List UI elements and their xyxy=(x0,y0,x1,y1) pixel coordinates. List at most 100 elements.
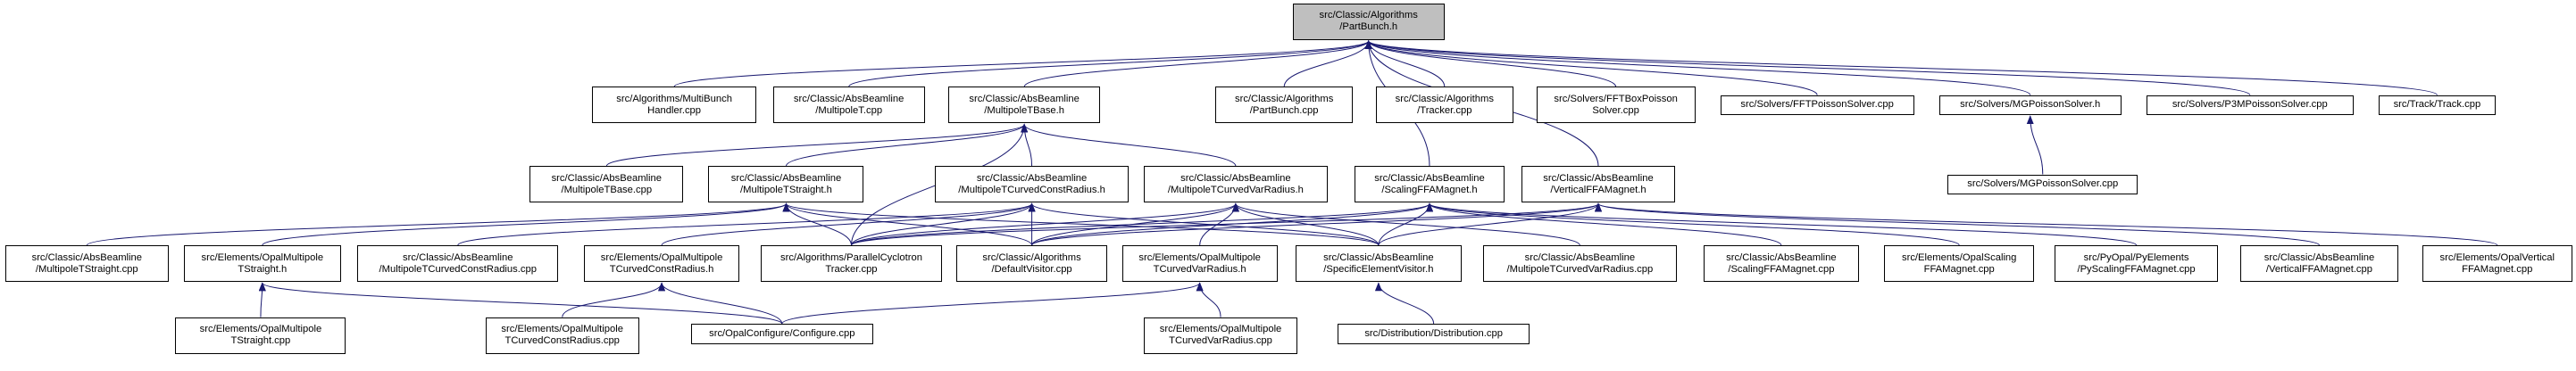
node-label-line: TCurvedVarRadius.h xyxy=(1153,263,1246,275)
node-label-line: FFAMagnet.cpp xyxy=(2462,263,2533,275)
dependency-edge xyxy=(850,202,1036,246)
graph-node[interactable]: src/Classic/AbsBeamline/MultipoleTBase.h xyxy=(948,87,1101,124)
dependency-edge xyxy=(457,202,1036,246)
dependency-edge xyxy=(1196,282,1221,317)
graph-node[interactable]: src/PyOpal/PyElements/PyScalingFFAMagnet… xyxy=(2054,245,2219,283)
dependency-edge xyxy=(850,202,1433,246)
node-label-line: /MultipoleTCurvedVarRadius.cpp xyxy=(1506,263,1654,275)
node-label-line: Tracker.cpp xyxy=(825,263,878,275)
node-label-line: src/Classic/AbsBeamline xyxy=(1726,251,1837,263)
node-label-line: TCurvedConstRadius.cpp xyxy=(504,335,620,347)
node-label-line: src/Elements/OpalVertical xyxy=(2439,251,2555,263)
graph-node[interactable]: src/Solvers/P3MPoissonSolver.cpp xyxy=(2146,95,2354,116)
node-label-line: /MultipoleTCurvedConstRadius.h xyxy=(958,184,1105,195)
graph-node[interactable]: src/Classic/AbsBeamline/MultipoleTCurved… xyxy=(1482,245,1677,283)
dependency-edge xyxy=(782,202,1033,246)
node-label-line: src/Classic/AbsBeamline xyxy=(730,172,842,184)
node-label-line: Handler.cpp xyxy=(647,104,702,116)
graph-node[interactable]: src/Solvers/MGPoissonSolver.h xyxy=(1938,95,2122,116)
node-label-line: src/Elements/OpalMultipole xyxy=(600,251,723,263)
dependency-edge xyxy=(1426,202,2138,246)
node-label-line: /ScalingFFAMagnet.h xyxy=(1381,184,1478,195)
graph-node[interactable]: src/Distribution/Distribution.cpp xyxy=(1338,324,1530,344)
graph-node[interactable]: src/Classic/AbsBeamline/MultipoleTStraig… xyxy=(4,245,169,283)
node-label-line: src/Elements/OpalScaling xyxy=(1901,251,2017,263)
node-label-line: /VerticalFFAMagnet.h xyxy=(1550,184,1646,195)
node-label-line: /DefaultVisitor.cpp xyxy=(991,263,1072,275)
dependency-edge xyxy=(1426,202,1782,246)
node-label-line: /SpecificElementVisitor.h xyxy=(1323,263,1434,275)
graph-node[interactable]: src/Classic/AbsBeamline/MultipoleTCurved… xyxy=(1143,166,1328,203)
dependency-edge xyxy=(562,282,666,317)
node-label-line: TCurvedConstRadius.h xyxy=(609,263,714,275)
node-label-line: src/Classic/AbsBeamline xyxy=(1524,251,1636,263)
node-label-line: src/PyOpal/PyElements xyxy=(2083,251,2189,263)
dependency-edge xyxy=(1232,202,1580,246)
graph-node[interactable]: src/Classic/AbsBeamline/MultipoleT.cpp xyxy=(772,87,925,124)
node-label-line: /MultipoleT.cpp xyxy=(815,104,883,116)
graph-node[interactable]: src/Classic/AbsBeamline/VerticalFFAMagne… xyxy=(2239,245,2399,283)
node-label-line: src/Classic/AbsBeamline xyxy=(31,251,143,263)
dependency-edge xyxy=(1364,39,1617,87)
graph-node[interactable]: src/Solvers/MGPoissonSolver.cpp xyxy=(1947,174,2138,194)
dependency-edge xyxy=(785,123,1029,167)
dependency-edge xyxy=(258,282,266,317)
dependency-edge xyxy=(259,282,783,325)
graph-node[interactable]: src/Classic/Algorithms/Tracker.cpp xyxy=(1376,87,1513,124)
graph-node[interactable]: src/Classic/AbsBeamline/ScalingFFAMagnet… xyxy=(1354,166,1505,203)
dependency-edge xyxy=(848,39,1372,87)
graph-node[interactable]: src/Classic/AbsBeamline/ScalingFFAMagnet… xyxy=(1703,245,1859,283)
node-label-line: src/Classic/AbsBeamline xyxy=(1323,251,1434,263)
node-label-line: src/Classic/Algorithms xyxy=(982,251,1081,263)
graph-node[interactable]: src/Track/Track.cpp xyxy=(2378,95,2496,116)
dependency-edge xyxy=(1378,202,1602,246)
dependency-edge xyxy=(1364,39,2031,96)
graph-node[interactable]: src/Classic/AbsBeamline/SpecificElementV… xyxy=(1296,245,1462,283)
dependency-edge xyxy=(1426,202,1960,246)
graph-node[interactable]: src/Classic/AbsBeamline/MultipoleTBase.c… xyxy=(529,166,684,203)
node-label-line: src/Solvers/FFTPoissonSolver.cpp xyxy=(1740,99,1894,111)
graph-node[interactable]: src/Classic/Algorithms/DefaultVisitor.cp… xyxy=(956,245,1107,283)
node-label-line: src/Classic/Algorithms xyxy=(1319,10,1418,21)
dependency-edge xyxy=(1021,123,1033,167)
dependency-edge xyxy=(605,123,1028,167)
graph-node[interactable]: src/Solvers/FFTPoissonSolver.cpp xyxy=(1720,95,1914,116)
node-label-line: TCurvedVarRadius.cpp xyxy=(1169,335,1272,347)
dependency-edge xyxy=(1374,282,1435,325)
node-label-line: /VerticalFFAMagnet.cpp xyxy=(2265,263,2373,275)
node-label-line: src/Classic/AbsBeamline xyxy=(976,172,1088,184)
node-label-line: src/Elements/OpalMultipole xyxy=(501,324,623,335)
graph-node[interactable]: src/Classic/AbsBeamline/MultipoleTCurved… xyxy=(357,245,559,283)
dependency-edge xyxy=(86,202,790,246)
dependency-edge xyxy=(661,202,1036,246)
graph-node[interactable]: src/OpalConfigure/Configure.cpp xyxy=(690,324,873,344)
graph-node[interactable]: src/Classic/AbsBeamline/VerticalFFAMagne… xyxy=(1521,166,1676,203)
graph-node[interactable]: src/Classic/Algorithms/PartBunch.cpp xyxy=(1215,87,1353,124)
dependency-edge xyxy=(1595,202,2320,246)
node-label-line: src/Classic/Algorithms xyxy=(1234,93,1334,104)
node-label-line: /MultipoleTCurvedVarRadius.h xyxy=(1167,184,1304,195)
dependency-edge xyxy=(1021,123,1237,167)
graph-node[interactable]: src/Classic/AbsBeamline/MultipoleTCurved… xyxy=(935,166,1130,203)
graph-node[interactable]: src/Classic/AbsBeamline/MultipoleTStraig… xyxy=(708,166,864,203)
node-label-line: TStraight.h xyxy=(238,263,288,275)
node-label-line: /ScalingFFAMagnet.cpp xyxy=(1728,263,1835,275)
dependency-edge xyxy=(850,202,1602,246)
node-label-line: /MultipoleTCurvedConstRadius.cpp xyxy=(379,263,537,275)
node-label-line: /PyScalingFFAMagnet.cpp xyxy=(2077,263,2196,275)
node-label-line: src/Distribution/Distribution.cpp xyxy=(1364,327,1503,339)
node-label-line: src/Classic/AbsBeamline xyxy=(1543,172,1654,184)
node-label-line: Solver.cpp xyxy=(1592,104,1639,116)
edge-layer xyxy=(86,39,2498,325)
